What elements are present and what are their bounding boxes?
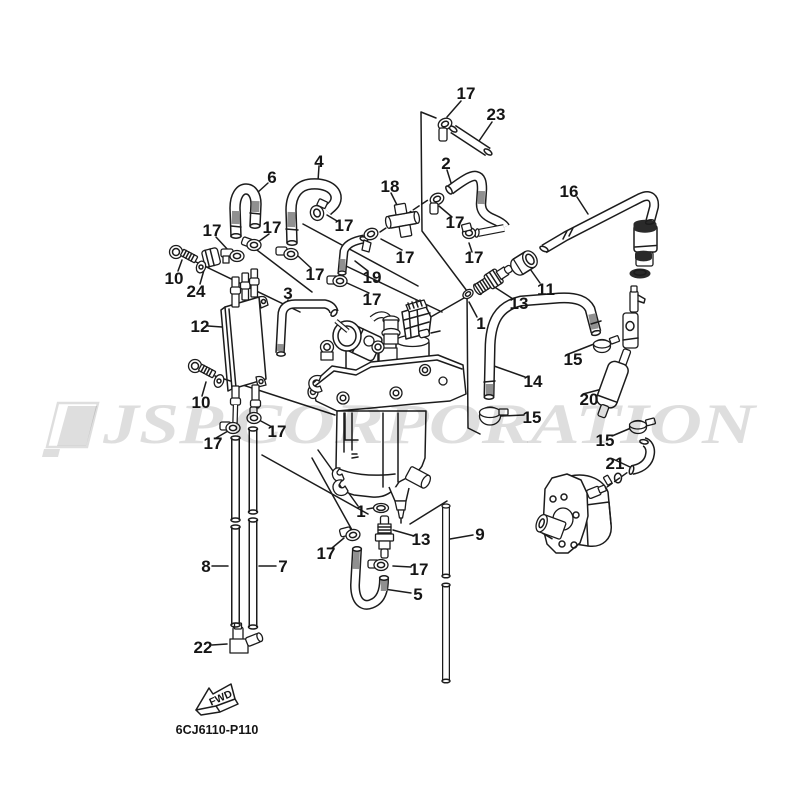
svg-text:7: 7 — [278, 557, 287, 576]
svg-text:15: 15 — [564, 350, 583, 369]
svg-text:3: 3 — [283, 284, 292, 303]
svg-text:5: 5 — [413, 585, 422, 604]
svg-text:17: 17 — [203, 221, 222, 240]
svg-text:17: 17 — [410, 560, 429, 579]
svg-text:17: 17 — [204, 434, 223, 453]
svg-text:10: 10 — [192, 393, 211, 412]
svg-text:6CJ6110-P110: 6CJ6110-P110 — [176, 723, 259, 737]
svg-text:17: 17 — [317, 544, 336, 563]
svg-text:8: 8 — [201, 557, 210, 576]
svg-text:22: 22 — [194, 638, 213, 657]
svg-text:24: 24 — [187, 282, 206, 301]
svg-text:CORPORATION: CORPORATION — [233, 393, 757, 456]
svg-text:23: 23 — [487, 105, 506, 124]
svg-text:17: 17 — [335, 216, 354, 235]
svg-text:17: 17 — [465, 248, 484, 267]
svg-text:19: 19 — [363, 268, 382, 287]
svg-text:6: 6 — [267, 168, 276, 187]
svg-text:13: 13 — [510, 294, 529, 313]
svg-text:9: 9 — [475, 525, 484, 544]
svg-text:13: 13 — [412, 530, 431, 549]
svg-text:17: 17 — [263, 218, 282, 237]
svg-text:17: 17 — [396, 248, 415, 267]
svg-text:21: 21 — [606, 454, 625, 473]
svg-text:20: 20 — [580, 390, 599, 409]
svg-text:15: 15 — [523, 408, 542, 427]
svg-text:18: 18 — [381, 177, 400, 196]
svg-text:17: 17 — [363, 290, 382, 309]
svg-text:1: 1 — [476, 314, 485, 333]
svg-text:17: 17 — [446, 213, 465, 232]
svg-text:15: 15 — [596, 431, 615, 450]
svg-text:17: 17 — [306, 265, 325, 284]
svg-text:17: 17 — [268, 422, 287, 441]
svg-text:1: 1 — [356, 502, 365, 521]
svg-text:4: 4 — [314, 152, 324, 171]
svg-text:11: 11 — [537, 280, 555, 299]
svg-text:2: 2 — [441, 154, 450, 173]
svg-text:JSP: JSP — [102, 393, 225, 456]
svg-text:16: 16 — [560, 182, 579, 201]
svg-text:10: 10 — [165, 269, 184, 288]
svg-text:12: 12 — [191, 317, 210, 336]
svg-text:17: 17 — [457, 84, 476, 103]
svg-text:14: 14 — [524, 372, 543, 391]
